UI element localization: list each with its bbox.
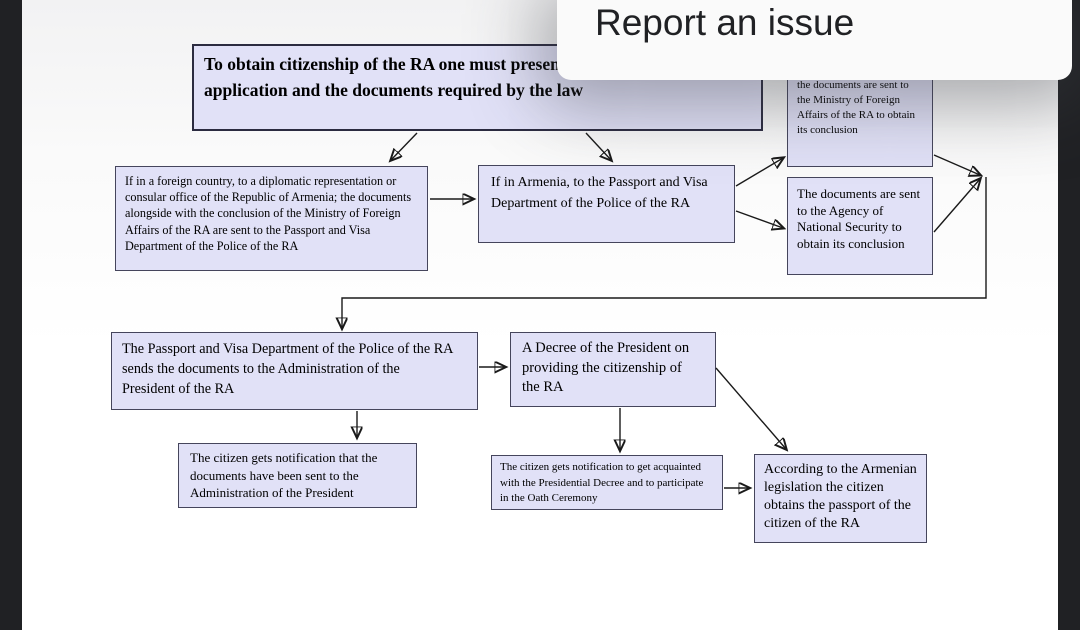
flow-box-national-security: The documents are sent to the Agency of …	[787, 177, 933, 275]
flow-box-in-armenia: If in Armenia, to the Passport and Visa …	[478, 165, 735, 243]
flow-box-passport-visa-department: The Passport and Visa Department of the …	[111, 332, 478, 410]
flow-box-obtain-passport: According to the Armenian legislation th…	[754, 454, 927, 543]
flow-box-foreign-country: If in a foreign country, to a diplomatic…	[115, 166, 428, 271]
report-issue-dialog: Report an issue	[557, 0, 1072, 80]
flow-box-president-decree: A Decree of the President on providing t…	[510, 332, 716, 407]
flow-box-notification-decree: The citizen gets notification to get acq…	[491, 455, 723, 510]
right-letterbox-bar	[1058, 0, 1080, 630]
flow-box-notification-admin: The citizen gets notification that the d…	[178, 443, 417, 508]
report-issue-dialog-title: Report an issue	[595, 2, 855, 43]
left-letterbox-bar	[0, 0, 22, 630]
